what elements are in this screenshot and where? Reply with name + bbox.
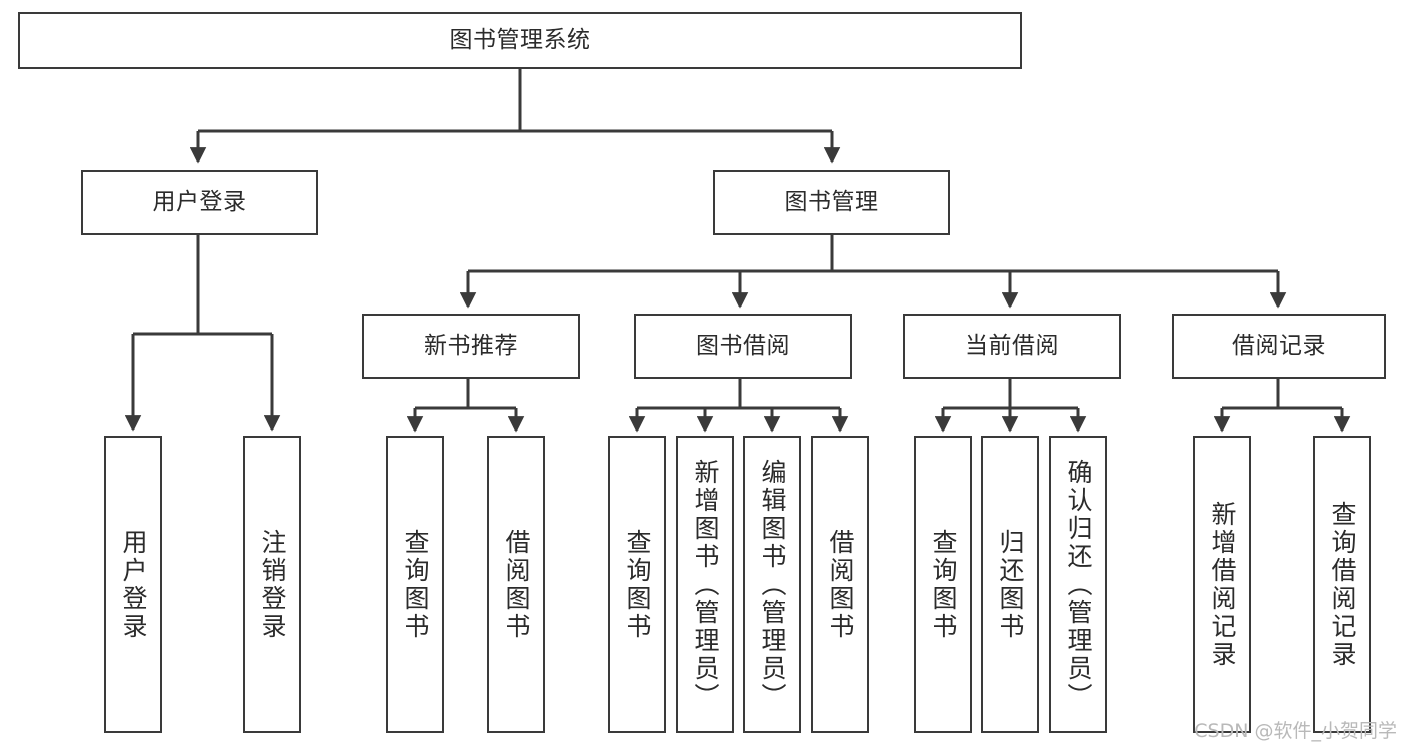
node-label: 新增借阅记录: [1208, 500, 1237, 669]
csdn-watermark: CSDN @软件_小贺同学: [1194, 720, 1397, 742]
node-current-borrow[interactable]: 当前借阅: [903, 314, 1121, 379]
node-label: 查询图书: [623, 528, 652, 641]
leaf-book-borrow-borrow[interactable]: 借阅图书: [811, 436, 869, 733]
node-label: 借阅记录: [1232, 332, 1326, 359]
leaf-book-borrow-edit[interactable]: 编辑图书（管理员）: [743, 436, 801, 733]
leaf-book-borrow-query[interactable]: 查询图书: [608, 436, 666, 733]
leaf-new-book-query[interactable]: 查询图书: [386, 436, 444, 733]
node-label: 图书借阅: [696, 332, 790, 359]
leaf-current-borrow-return[interactable]: 归还图书: [981, 436, 1039, 733]
node-label: 查询图书: [929, 528, 958, 641]
node-label: 查询图书: [401, 528, 430, 641]
leaf-current-borrow-query[interactable]: 查询图书: [914, 436, 972, 733]
leaf-book-borrow-add[interactable]: 新增图书（管理员）: [676, 436, 734, 733]
node-label: 借阅图书: [502, 528, 531, 641]
node-label: 用户登录: [152, 188, 247, 215]
node-label: 确认归还（管理员）: [1064, 458, 1093, 711]
node-label: 图书管理系统: [449, 26, 591, 53]
leaf-current-borrow-confirm-return[interactable]: 确认归还（管理员）: [1049, 436, 1107, 733]
leaf-user-login-logout[interactable]: 注销登录: [243, 436, 301, 733]
leaf-borrow-record-query[interactable]: 查询借阅记录: [1313, 436, 1371, 733]
leaf-user-login-login[interactable]: 用户登录: [104, 436, 162, 733]
node-label: 归还图书: [996, 528, 1025, 641]
node-book-management[interactable]: 图书管理: [713, 170, 950, 235]
node-label: 新书推荐: [424, 332, 518, 359]
node-label: 借阅图书: [826, 528, 855, 641]
node-user-login[interactable]: 用户登录: [81, 170, 318, 235]
leaf-new-book-borrow[interactable]: 借阅图书: [487, 436, 545, 733]
leaf-borrow-record-add[interactable]: 新增借阅记录: [1193, 436, 1251, 733]
node-borrow-record[interactable]: 借阅记录: [1172, 314, 1386, 379]
node-label: 编辑图书（管理员）: [758, 458, 787, 711]
node-book-management-system[interactable]: 图书管理系统: [18, 12, 1022, 69]
node-label: 当前借阅: [965, 332, 1059, 359]
node-new-book-recommend[interactable]: 新书推荐: [362, 314, 580, 379]
node-label: 用户登录: [119, 528, 148, 641]
node-label: 图书管理: [784, 188, 879, 215]
node-label: 新增图书（管理员）: [691, 458, 720, 711]
node-book-borrow[interactable]: 图书借阅: [634, 314, 852, 379]
node-label: 注销登录: [258, 528, 287, 641]
node-label: 查询借阅记录: [1328, 500, 1357, 669]
